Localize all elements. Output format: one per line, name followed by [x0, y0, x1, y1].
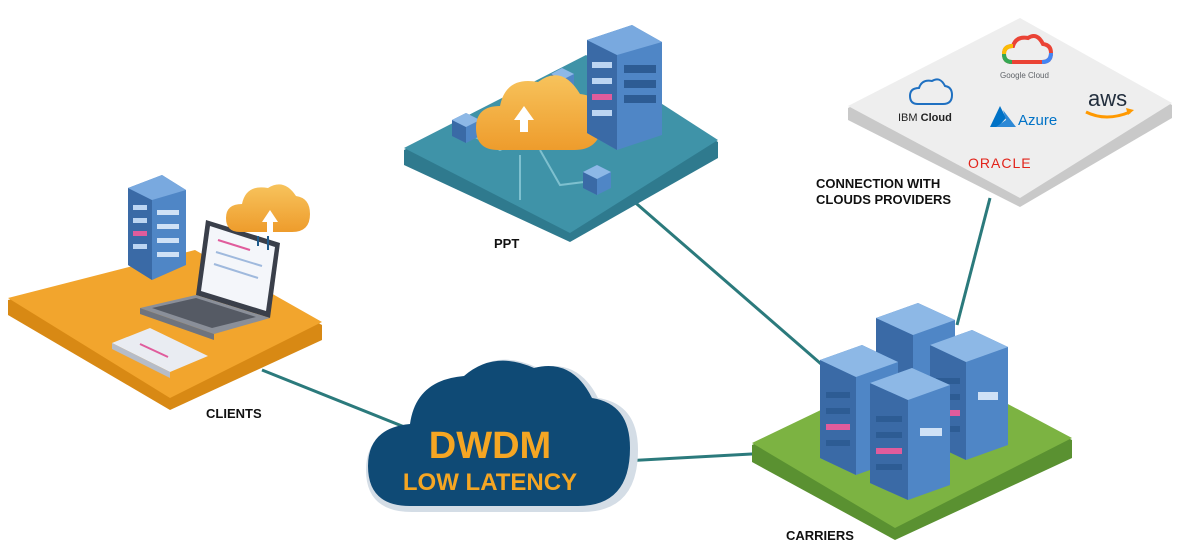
- ppt-label: PPT: [494, 236, 519, 251]
- google-cloud-logo: Google Cloud: [1000, 34, 1054, 80]
- aws-logo: aws: [1085, 86, 1134, 119]
- carriers-node: CARRIERS: [752, 303, 1072, 543]
- ppt-node: PPT: [404, 25, 718, 251]
- ibm-bold: Cloud: [921, 112, 952, 124]
- ibm-cloud-logo: IBM Cloud: [898, 78, 954, 124]
- dwdm-title: DWDM: [429, 425, 551, 467]
- clients-node: CLIENTS: [8, 175, 322, 421]
- carriers-label: CARRIERS: [786, 528, 854, 543]
- connector-clients-dwdm: [261, 368, 413, 432]
- azure-text: Azure: [1018, 112, 1057, 129]
- tablet-icon: [112, 328, 208, 378]
- ppt-cube-3: [583, 165, 611, 195]
- clouds-platform: [848, 18, 1172, 198]
- ibm-cloud-text: IBM Cloud: [898, 112, 952, 124]
- ibm-prefix: IBM: [898, 112, 921, 124]
- clients-label: CLIENTS: [206, 406, 262, 421]
- server-rack-icon: [128, 175, 186, 280]
- connector-clouds-carriers: [955, 197, 992, 326]
- aws-text: aws: [1088, 86, 1127, 111]
- carrier-server-icon-4: [870, 368, 950, 500]
- dwdm-cloud: DWDM LOW LATENCY: [366, 359, 638, 512]
- dwdm-subtitle: LOW LATENCY: [403, 469, 577, 496]
- ppt-cloud-icon: [476, 75, 602, 150]
- oracle-logo-text: ORACLE: [968, 155, 1032, 171]
- clouds-label-line2: CLOUDS PROVIDERS: [816, 192, 951, 207]
- azure-logo: Azure: [990, 106, 1057, 129]
- dwdm-cloud-body: [368, 360, 630, 506]
- clouds-node: Google Cloud IBM Cloud Azure aws ORACLE …: [816, 18, 1172, 207]
- ppt-server-icon: [587, 25, 662, 150]
- ppt-cube-1: [452, 113, 480, 143]
- connector-ppt-carriers: [629, 196, 829, 372]
- clouds-label-line1: CONNECTION WITH: [816, 176, 940, 191]
- google-cloud-text: Google Cloud: [1000, 71, 1049, 80]
- cloud-upload-icon: [226, 184, 310, 250]
